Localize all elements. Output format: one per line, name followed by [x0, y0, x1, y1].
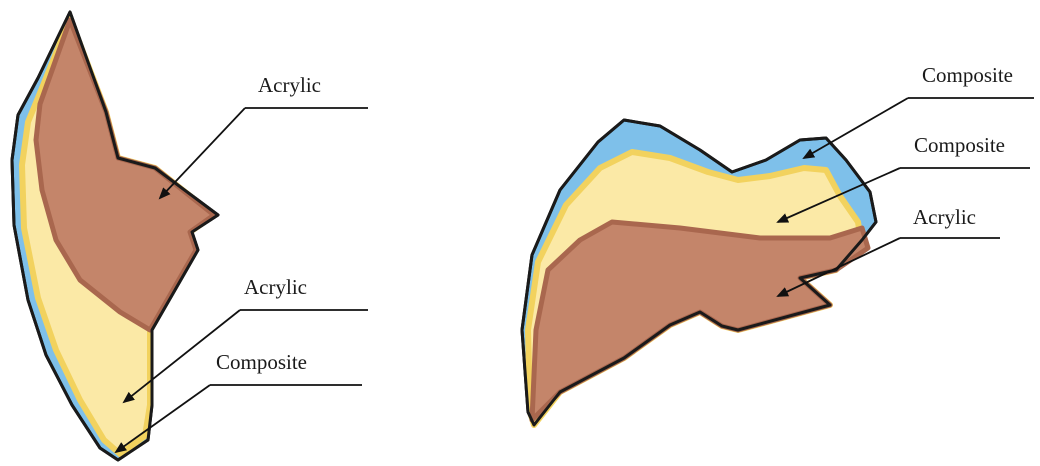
- left-tooth-cross-section: [12, 12, 218, 460]
- label-composite-inner: Composite: [914, 133, 1005, 157]
- label-composite-outer: Composite: [922, 63, 1013, 87]
- right-acrylic-layer: [532, 222, 868, 420]
- right-tooth-cross-section: [522, 120, 876, 425]
- label-acrylic-top: Acrylic: [258, 73, 321, 97]
- arrow: [160, 108, 245, 198]
- label-composite: Composite: [216, 350, 307, 374]
- left-label-acrylic-top: Acrylic: [160, 73, 368, 198]
- arrow: [804, 98, 908, 158]
- label-acrylic: Acrylic: [913, 205, 976, 229]
- label-acrylic-mid: Acrylic: [244, 275, 307, 299]
